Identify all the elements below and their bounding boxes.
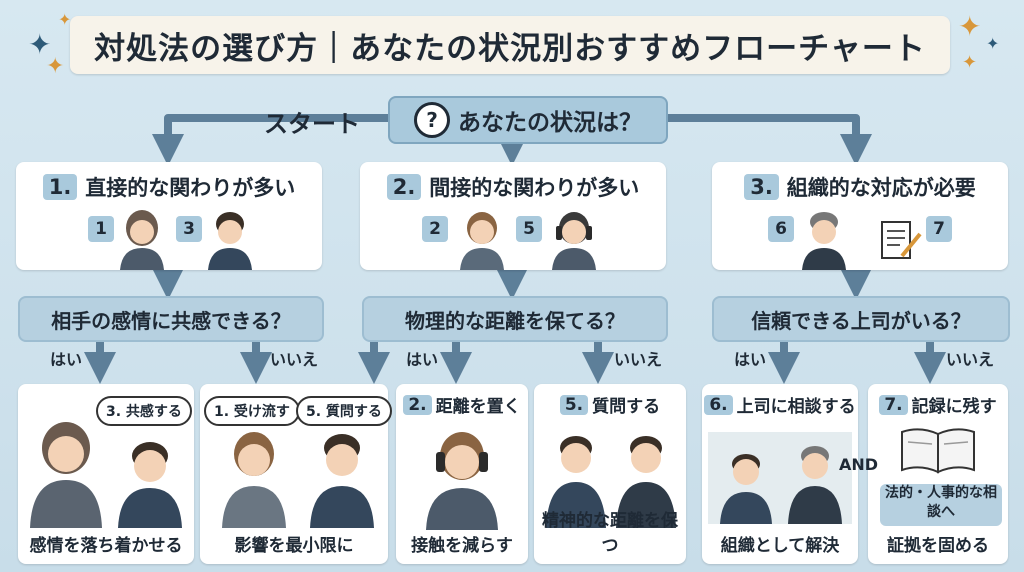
technique-badge: 3	[176, 216, 202, 242]
sparkle-icon: ✦	[58, 10, 72, 29]
start-label: スタート	[264, 110, 360, 138]
legal-consult-box: 法的・人事的な相談へ	[880, 484, 1002, 526]
result-label: 記録に残す	[911, 397, 997, 417]
yes-label: はい	[734, 350, 767, 369]
question-boss: 信頼できる上司がいる？	[712, 296, 1010, 342]
calm-man-icon	[208, 212, 252, 270]
man-icon	[616, 436, 676, 528]
category-number: 2.	[386, 174, 422, 200]
category-card-3: 3. 組織的な対応が必要 6 7	[712, 162, 1008, 270]
boss-icon	[788, 446, 842, 524]
result-number: 6.	[704, 394, 733, 415]
category-card-2: 2. 間接的な関わりが多い 2 5	[360, 162, 666, 270]
category-number: 3.	[744, 174, 779, 200]
woman-icon	[222, 432, 286, 528]
technique-badge: 5	[516, 216, 542, 242]
technique-badge: 2	[422, 216, 448, 242]
man-icon	[720, 454, 772, 524]
speech-bubble: 5. 質問する	[296, 396, 392, 426]
technique-badge: 1	[88, 216, 114, 242]
result-number: 5.	[559, 394, 589, 415]
speech-bubble: 1. 受け流す	[204, 396, 300, 426]
result-number: 7.	[879, 394, 908, 415]
woman-icon	[460, 212, 504, 270]
document-pen-icon	[881, 221, 922, 259]
result-card-consult: 6.上司に相談する 組織として解決	[702, 384, 858, 564]
result-label: 質問する	[592, 397, 661, 417]
category-card-1: 1. 直接的な関わりが多い 1 3	[16, 162, 322, 270]
sparkle-icon: ✦	[46, 54, 65, 79]
result-card-empathy: 3. 共感する 感情を落ち着かせる	[18, 384, 194, 564]
result-card-record: 7.記録に残す 証拠を固める	[868, 384, 1008, 564]
result-outcome: 影響を最小限に	[234, 536, 354, 556]
technique-badge: 6	[768, 216, 794, 242]
result-outcome: 感情を落ち着かせる	[29, 536, 183, 556]
category-label: 組織的な対応が必要	[786, 176, 976, 200]
result-card-distance: 2.距離を置く 接触を減らす	[396, 384, 528, 564]
question-distance: 物理的な距離を保てる？	[362, 296, 668, 342]
result-label: 距離を置く	[435, 397, 521, 417]
yes-label: はい	[50, 350, 83, 369]
result-outcome: 精神的な距離を保つ	[542, 511, 678, 556]
category-label: 間接的な関わりが多い	[429, 176, 640, 200]
page-title: 対処法の選び方｜あなたの状況別おすすめフローチャート	[70, 16, 950, 74]
angry-woman-icon	[120, 210, 164, 270]
headphones-woman-icon	[552, 212, 596, 270]
boss-icon	[802, 212, 846, 270]
no-label: いいえ	[270, 350, 319, 369]
result-outcome: 証拠を固める	[887, 536, 989, 556]
sparkle-icon: ✦	[958, 10, 982, 43]
result-card-deflect: 1. 受け流す 5. 質問する 影響を最小限に	[200, 384, 392, 564]
result-card-question: 5.質問する 精神的な距離を保つ	[534, 384, 686, 564]
question-empathy: 相手の感情に共感できる？	[18, 296, 324, 342]
result-label: 上司に相談する	[736, 397, 856, 417]
main-question-label: あなたの状況は？	[458, 110, 642, 136]
sparkle-icon: ✦	[28, 28, 52, 61]
man-icon	[546, 436, 606, 528]
main-question: ? あなたの状況は？	[388, 96, 668, 144]
meeting-scene	[708, 432, 852, 524]
sparkle-icon: ✦	[986, 34, 1000, 53]
result-outcome: 組織として解決	[720, 536, 840, 556]
no-label: いいえ	[614, 350, 663, 369]
no-label: いいえ	[946, 350, 995, 369]
result-number: 2.	[403, 394, 432, 415]
result-outcome: 接触を減らす	[411, 536, 513, 556]
question-circle-icon: ?	[414, 102, 450, 138]
sparkle-icon: ✦	[962, 52, 978, 73]
headphones-woman-icon	[426, 432, 498, 530]
technique-badge: 7	[926, 216, 952, 242]
angry-woman-icon	[30, 422, 102, 528]
yes-label: はい	[406, 350, 439, 369]
speech-bubble: 3. 共感する	[96, 396, 192, 426]
category-number: 1.	[42, 174, 78, 200]
man-icon	[310, 434, 374, 528]
category-label: 直接的な関わりが多い	[85, 176, 296, 200]
open-book-icon	[901, 428, 975, 474]
calm-man-icon	[118, 442, 182, 528]
and-label: AND	[839, 455, 879, 474]
